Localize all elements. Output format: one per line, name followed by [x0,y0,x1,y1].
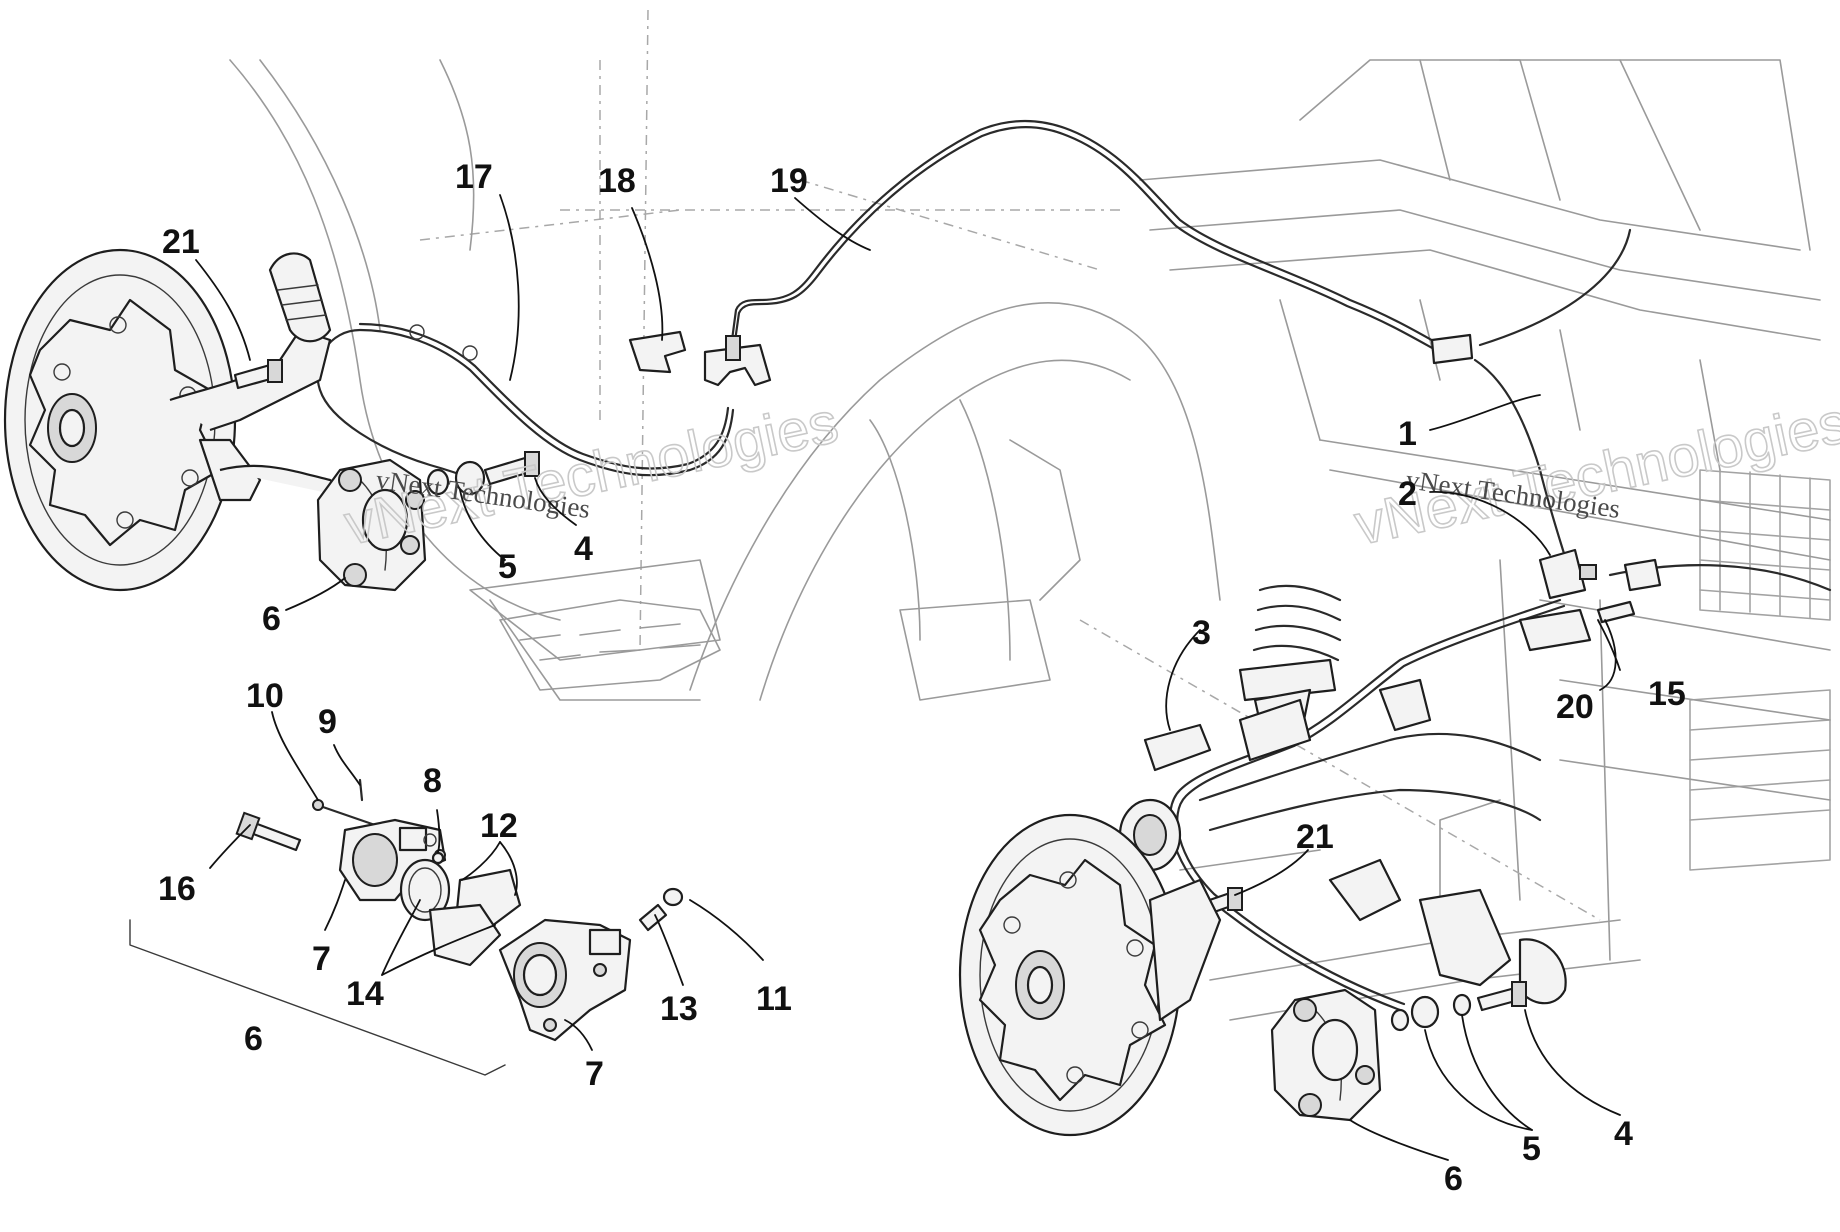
left-caliper-assembly [316,451,540,592]
callout-4-left: 4 [574,530,593,568]
retaining-clip-and-bracket [409,324,772,387]
callout-7-right: 7 [585,1055,604,1093]
callout-20: 20 [1556,688,1594,726]
callout-19: 19 [770,162,808,200]
exploded-caliper [129,778,684,1076]
callout-5-left: 5 [498,548,517,586]
callout-15: 15 [1648,675,1686,713]
right-suspension [1118,333,1662,1005]
callout-5-right: 5 [1522,1130,1541,1168]
callout-4-right: 4 [1614,1115,1633,1153]
callout-17: 17 [455,158,493,196]
callout-1: 1 [1398,415,1417,453]
callout-13: 13 [660,990,698,1028]
callout-14: 14 [346,975,384,1013]
right-wheel-hub [958,813,1222,1137]
left-wheel-hub [3,248,361,592]
callout-6-exploded: 6 [244,1020,263,1058]
callout-7-left: 7 [312,940,331,978]
right-caliper-assembly [1270,981,1527,1122]
callout-6-left: 6 [262,600,281,638]
callout-10: 10 [246,677,284,715]
callout-18: 18 [598,162,636,200]
callout-11: 11 [756,980,792,1018]
callout-3: 3 [1192,614,1211,652]
callout-2: 2 [1398,475,1417,513]
callout-9: 9 [318,703,337,741]
callout-6-right: 6 [1444,1160,1463,1198]
callout-16: 16 [158,870,196,908]
callout-21-left: 21 [162,223,200,261]
leader-lines [195,194,1621,1161]
callout-labels: 17 18 19 21 1 2 3 4 5 6 20 15 21 4 5 6 1… [158,158,1686,1198]
callout-21-right: 21 [1296,818,1334,856]
callout-12: 12 [480,807,518,845]
brake-lines [316,119,1832,1012]
callout-8: 8 [423,762,442,800]
watermark: vNext Technologies vNext Technologies vN… [338,389,1840,559]
